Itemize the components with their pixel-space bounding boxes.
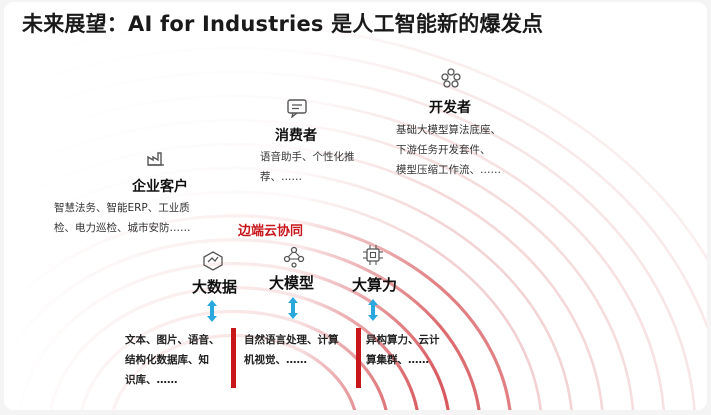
pillar-data-title: 大数据	[192, 278, 238, 296]
edge-cloud-label: 边端云协同	[238, 224, 304, 239]
consumer-desc: 语音助手、个性化推 荐、……	[260, 147, 355, 187]
pillar-model-desc-line: 机视觉、……	[244, 354, 307, 366]
consumer-desc-line: 语音助手、个性化推	[260, 151, 355, 163]
cluster-icon	[441, 68, 461, 88]
developer-desc: 基础大模型算法底座、 下游任务开发套件、 模型压缩工作流、……	[396, 120, 501, 180]
developer-desc-line: 基础大模型算法底座、	[396, 124, 501, 136]
ripple-arcs	[4, 2, 707, 410]
factory-icon	[147, 152, 164, 166]
network-icon	[283, 246, 305, 268]
developer-title: 开发者	[429, 100, 471, 116]
database-icon	[203, 251, 223, 271]
developer-desc-line: 下游任务开发套件、	[396, 144, 491, 156]
enterprise-desc-line: 检、电力巡检、城市安防……	[54, 222, 191, 234]
diagram-card: 未来展望：AI for Industries 是人工智能新的爆发点 企业客户 智…	[4, 2, 707, 410]
pillar-divider	[231, 328, 236, 388]
pillar-model-title: 大模型	[269, 274, 315, 292]
double-arrow-icon	[207, 300, 217, 322]
pillar-data-desc-line: 识库、……	[125, 374, 178, 386]
chip-icon	[363, 245, 383, 265]
pillar-data-desc-line: 结构化数据库、知	[125, 354, 209, 366]
pillar-model-desc: 自然语言处理、计算 机视觉、……	[244, 330, 339, 370]
chat-icon	[287, 99, 307, 118]
enterprise-desc-line: 智慧法务、智能ERP、工业质	[54, 202, 190, 214]
developer-desc-line: 模型压缩工作流、……	[396, 164, 501, 176]
arc-fade-overlay	[4, 2, 707, 410]
pillar-compute-desc: 异构算力、云计 算集群、……	[366, 330, 440, 370]
pillar-data-desc: 文本、图片、语音、 结构化数据库、知 识库、……	[125, 330, 220, 390]
enterprise-title: 企业客户	[132, 179, 188, 195]
double-arrow-icon	[368, 299, 378, 321]
consumer-title: 消费者	[275, 128, 317, 144]
pillar-compute-title: 大算力	[352, 276, 398, 294]
pillar-data-desc-line: 文本、图片、语音、	[125, 334, 220, 346]
pillar-compute-desc-line: 算集群、……	[366, 354, 429, 366]
pillar-compute-desc-line: 异构算力、云计	[366, 334, 440, 346]
consumer-desc-line: 荐、……	[260, 171, 302, 183]
pillar-divider	[356, 328, 361, 388]
enterprise-desc: 智慧法务、智能ERP、工业质 检、电力巡检、城市安防……	[54, 198, 191, 238]
pillar-model-desc-line: 自然语言处理、计算	[244, 334, 339, 346]
page-title: 未来展望：AI for Industries 是人工智能新的爆发点	[22, 12, 544, 36]
double-arrow-icon	[288, 297, 298, 319]
